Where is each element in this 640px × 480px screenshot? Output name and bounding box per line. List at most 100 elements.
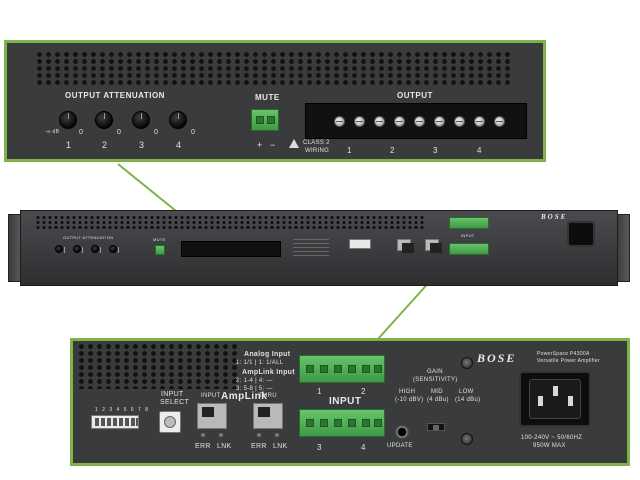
- terminal-screw[interactable]: [374, 116, 385, 127]
- gain-mid-value: (4 dBu): [427, 397, 449, 403]
- output-channel-3: 3: [433, 146, 438, 155]
- amplifier-rack-unit: OUTPUT ATTENUATION MUTE INPUT BOSE: [8, 210, 630, 286]
- input-zoom-callout: Analog Input 1: 1/1 | 1: 1/ALL AmpLink I…: [70, 338, 630, 466]
- attenuation-knob-2[interactable]: [95, 111, 113, 129]
- model-subtitle: Versatile Power Amplifier: [537, 358, 600, 364]
- model-name: PowerSpace P4300A: [537, 351, 590, 357]
- gain-label: GAIN: [427, 369, 443, 375]
- terminal-screw[interactable]: [454, 116, 465, 127]
- mute-minus-label: −: [270, 140, 276, 150]
- gain-low-label: LOW: [459, 389, 474, 395]
- power-max: 950W MAX: [533, 443, 566, 449]
- output-channel-4: 4: [477, 146, 482, 155]
- terminal-screw[interactable]: [394, 116, 405, 127]
- analog-input-map: 1: 1/1 | 1: 1/ALL: [236, 360, 284, 366]
- rack-dip-switch[interactable]: [349, 239, 371, 249]
- err-led-input: [201, 433, 205, 437]
- amplink-map-row-2: 3: 5-8 | 5: —: [236, 386, 273, 392]
- rack-front-panel: OUTPUT ATTENUATION MUTE INPUT BOSE: [20, 210, 618, 286]
- input-port-4: 4: [361, 443, 366, 452]
- rack-vent-grille: [35, 215, 425, 229]
- input-terminal-3-4[interactable]: [299, 409, 385, 437]
- power-rating: 100-240V ~ 50/60HZ: [521, 435, 583, 441]
- input-port-2: 2: [361, 387, 366, 396]
- err-led-thru: [257, 433, 261, 437]
- knob-max-label-2: 0: [117, 129, 122, 136]
- gain-sensitivity-switch[interactable]: [427, 423, 445, 431]
- amplink-input-label: AmpLink Input: [242, 369, 295, 376]
- dip-numbers: 1 2 3 4 5 6 7 8: [95, 407, 150, 413]
- warning-icon: [289, 139, 299, 148]
- lnk-led-input: [219, 433, 223, 437]
- lnk-label-thru: LNK: [273, 443, 288, 450]
- amplink-map-row-1: 2: 1-4 | 4: —: [236, 378, 273, 384]
- update-label: UPDATE: [387, 443, 413, 449]
- bose-logo: BOSE: [477, 351, 517, 365]
- terminal-screw[interactable]: [354, 116, 365, 127]
- attenuation-knob-3[interactable]: [132, 111, 150, 129]
- channel-label-1: 1: [66, 140, 72, 150]
- update-port[interactable]: [395, 425, 409, 439]
- rack-knob-4[interactable]: [109, 245, 119, 253]
- attenuation-knob-4[interactable]: [169, 111, 187, 129]
- input-select-rotary[interactable]: [159, 411, 181, 433]
- panel-screw-bottom: [461, 433, 473, 445]
- gain-low-value: (14 dBu): [455, 397, 481, 403]
- rack-knob-2[interactable]: [73, 245, 83, 253]
- rack-knob-1[interactable]: [55, 245, 65, 253]
- bottom-connector-line: [377, 284, 427, 340]
- gain-high-label: HIGH: [399, 389, 416, 395]
- rack-input-terminal-top[interactable]: [449, 217, 489, 229]
- knob-max-label-4: 0: [191, 129, 196, 136]
- amplink-input-port-label: INPUT: [201, 393, 221, 399]
- power-pin: [538, 396, 543, 406]
- power-inlet[interactable]: [519, 371, 591, 427]
- channel-label-2: 2: [102, 140, 108, 150]
- amplink-input-port[interactable]: [197, 403, 227, 429]
- rack-power-inlet[interactable]: [567, 221, 595, 247]
- terminal-screw[interactable]: [474, 116, 485, 127]
- power-pin: [568, 396, 573, 406]
- output-zoom-callout: OUTPUT ATTENUATION -∞ dB 0 -∞ dB 0 0 0 1…: [4, 40, 546, 162]
- gain-high-value: (-10 dBV): [395, 397, 424, 403]
- sensitivity-label: (SENSITIVITY): [413, 377, 458, 383]
- lnk-label-input: LNK: [217, 443, 232, 450]
- input-main-label: INPUT: [329, 396, 362, 407]
- amplink-thru-port[interactable]: [253, 403, 283, 429]
- power-pin: [553, 386, 558, 396]
- input-terminal-1-2[interactable]: [299, 355, 385, 383]
- lnk-led-thru: [275, 433, 279, 437]
- wiring-label: WIRING: [305, 148, 330, 154]
- mute-label: MUTE: [255, 93, 280, 102]
- analog-input-label: Analog Input: [244, 351, 291, 358]
- select-label: SELECT: [160, 399, 190, 406]
- rack-mute-label: MUTE: [153, 237, 166, 242]
- rack-input-terminal-bottom[interactable]: [449, 243, 489, 255]
- terminal-screw[interactable]: [414, 116, 425, 127]
- terminal-screw[interactable]: [434, 116, 445, 127]
- dip-switch[interactable]: [91, 415, 139, 429]
- gain-mid-label: MID: [431, 389, 443, 395]
- rack-mute-terminal[interactable]: [155, 245, 165, 255]
- rack-knob-3[interactable]: [91, 245, 101, 253]
- rack-amplink-input[interactable]: [397, 239, 414, 253]
- channel-label-3: 3: [139, 140, 145, 150]
- class2-label: CLASS 2: [303, 140, 330, 146]
- rack-output-strip[interactable]: [181, 241, 281, 257]
- attenuation-knob-1[interactable]: [59, 111, 77, 129]
- input-select-label: INPUT: [161, 391, 184, 398]
- err-label-thru: ERR: [251, 443, 267, 450]
- rack-amplink-thru[interactable]: [425, 239, 442, 253]
- terminal-screw[interactable]: [334, 116, 345, 127]
- knob-min-label-1: -∞ dB: [45, 129, 60, 135]
- output-channel-2: 2: [390, 146, 395, 155]
- output-terminal-strip[interactable]: [305, 103, 527, 139]
- vent-grille: [35, 51, 513, 85]
- rack-bose-logo: BOSE: [541, 213, 568, 221]
- output-label: OUTPUT: [397, 91, 433, 100]
- terminal-screw[interactable]: [494, 116, 505, 127]
- knob-max-label-3: 0: [154, 129, 159, 136]
- mute-terminal[interactable]: [251, 109, 279, 131]
- rack-input-label: INPUT: [461, 233, 475, 238]
- output-channel-1: 1: [347, 146, 352, 155]
